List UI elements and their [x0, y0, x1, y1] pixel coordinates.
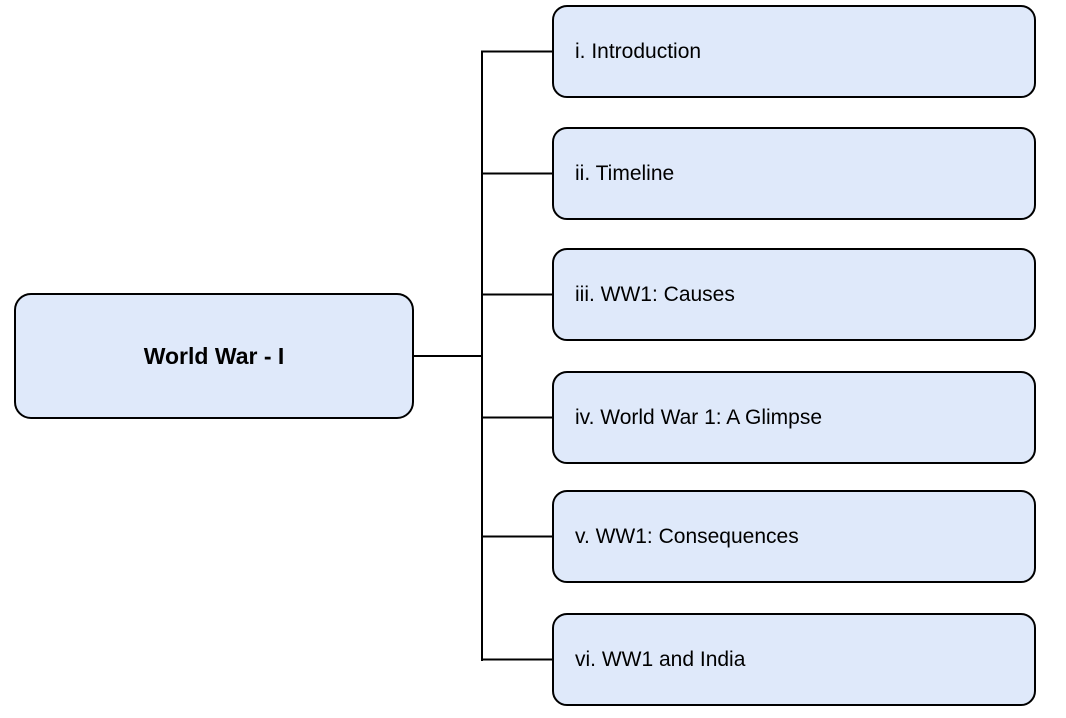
- node-label: iv. World War 1: A Glimpse: [575, 405, 823, 429]
- node-label: i. Introduction: [575, 39, 702, 63]
- node-ww1-and-india: vi. WW1 and India: [552, 613, 1036, 706]
- node-world-war-1-a-glimpse: iv. World War 1: A Glimpse: [552, 371, 1036, 464]
- node-ww1-consequences: v. WW1: Consequences: [552, 490, 1036, 583]
- node-label: vi. WW1 and India: [575, 647, 746, 671]
- node-label: ii. Timeline: [575, 161, 675, 185]
- root-node-label: World War - I: [143, 342, 285, 369]
- node-label: v. WW1: Consequences: [575, 524, 799, 548]
- node-ww1-causes: iii. WW1: Causes: [552, 248, 1036, 341]
- node-timeline: ii. Timeline: [552, 127, 1036, 220]
- root-node-world-war-1: World War - I: [14, 293, 414, 419]
- node-introduction: i. Introduction: [552, 5, 1036, 98]
- node-label: iii. WW1: Causes: [575, 282, 735, 306]
